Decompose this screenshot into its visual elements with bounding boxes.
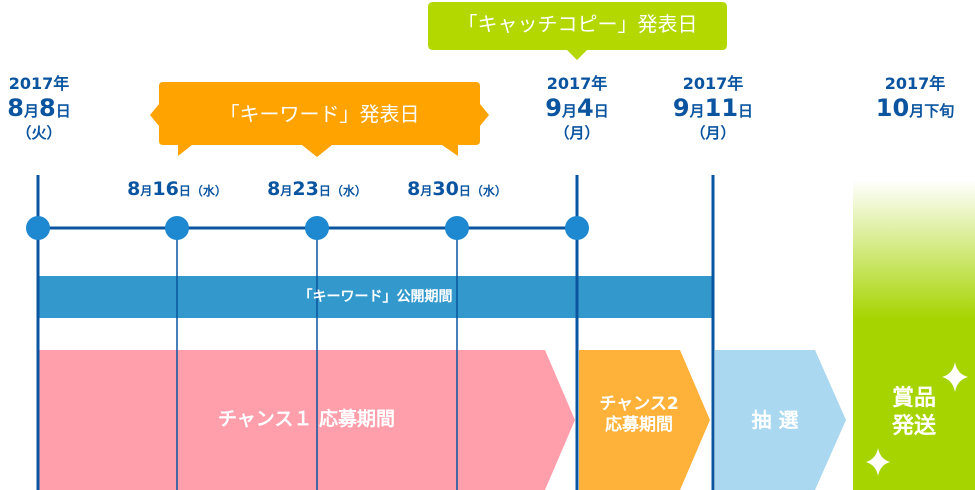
weekday: （月） — [690, 124, 736, 142]
month: 8 — [407, 178, 421, 200]
month-unit: 月 — [561, 102, 577, 120]
month: 8 — [7, 94, 24, 122]
date-0904: 2017年 9月4日 （月） — [537, 76, 617, 141]
day-unit: 日 — [55, 102, 71, 120]
day-unit: 日 — [178, 184, 191, 198]
catchcopy-announcement-label: 「キャッチコピー」発表日 — [457, 12, 698, 36]
keyword-announcement-label: 「キーワード」発表日 — [219, 102, 420, 126]
day: 30 — [432, 178, 459, 200]
chance2-line2: 応募期間 — [605, 415, 673, 436]
month-unit: 月 — [23, 102, 39, 120]
date-0911: 2017年 9月11日 （月） — [668, 76, 758, 141]
chance1-period-label: チャンス１ 応募期間 — [217, 408, 396, 430]
lottery-period-arrow — [715, 350, 846, 490]
day: 23 — [292, 178, 319, 200]
year: 2017年 — [682, 74, 744, 93]
month-unit: 月下旬 — [909, 102, 955, 120]
timeline-dot — [165, 216, 189, 240]
day-unit: 日 — [318, 184, 331, 198]
sparkle-icon — [942, 362, 968, 392]
day-unit: 日 — [593, 102, 609, 120]
day: 16 — [152, 178, 179, 200]
timeline-dot — [565, 216, 589, 240]
month-unit: 月 — [420, 184, 433, 198]
day: 11 — [704, 94, 739, 122]
timeline-dot — [445, 216, 469, 240]
keyword-date-0830: 8月30日（水） — [397, 180, 517, 199]
prize-line1: 賞品 — [891, 386, 936, 411]
prize-shipping-block — [853, 180, 975, 490]
day-unit: 日 — [458, 184, 471, 198]
chance1-period-arrow — [38, 350, 575, 490]
keyword-publish-period-label: 「キーワード」公開期間 — [298, 289, 453, 305]
month: 8 — [267, 178, 281, 200]
prize-shipping-label: 賞品発送 — [853, 385, 975, 440]
catchcopy-callout-shape — [428, 2, 727, 60]
month: 9 — [545, 94, 562, 122]
keyword-date-0823: 8月23日（水） — [257, 180, 377, 199]
keyword-callout-shape — [150, 82, 489, 157]
day: 4 — [577, 94, 594, 122]
weekday: （月） — [554, 124, 600, 142]
year: 2017年 — [546, 74, 608, 93]
timeline-dot — [26, 216, 50, 240]
date-0808: 2017年 8月8日 （火） — [0, 76, 78, 141]
year: 2017年 — [8, 74, 70, 93]
sparkle-icons — [866, 362, 968, 476]
month: 10 — [875, 94, 910, 122]
month-unit: 月 — [140, 184, 153, 198]
lottery-label: 抽 選 — [751, 408, 799, 432]
day-unit: 日 — [738, 102, 754, 120]
month-unit: 月 — [689, 102, 705, 120]
month-unit: 月 — [280, 184, 293, 198]
chance2-line1: チャンス2 — [599, 394, 679, 414]
date-late-october: 2017年 10月下旬 — [855, 74, 975, 122]
month: 9 — [672, 94, 690, 122]
weekday: （水） — [470, 184, 507, 198]
prize-line2: 発送 — [891, 413, 936, 439]
weekday: （火） — [16, 124, 62, 142]
sparkle-icon — [866, 448, 890, 476]
chance2-period-arrow — [579, 350, 710, 490]
year: 2017年 — [884, 74, 946, 93]
keyword-publish-bar — [38, 276, 713, 318]
timeline-dot — [305, 216, 329, 240]
day: 8 — [39, 94, 56, 122]
keyword-date-0816: 8月16日（水） — [117, 180, 237, 199]
weekday: （水） — [330, 184, 367, 198]
month: 8 — [127, 178, 141, 200]
weekday: （水） — [190, 184, 227, 198]
